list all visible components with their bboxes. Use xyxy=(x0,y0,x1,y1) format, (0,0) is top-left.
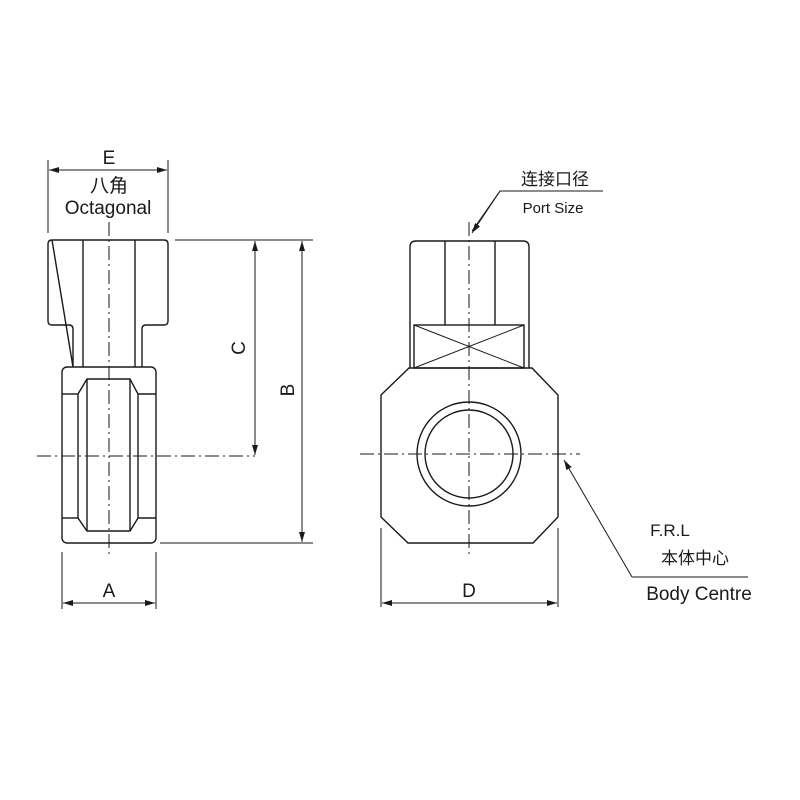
port-bore-outline xyxy=(77,378,139,532)
dim-c-label: C xyxy=(229,341,250,355)
body-centre-en-label: Body Centre xyxy=(646,584,752,605)
dim-b-label: B xyxy=(278,384,299,397)
body-centre-arrow xyxy=(563,459,633,578)
frl-label: F.R.L xyxy=(650,521,690,540)
body-octagon-outline xyxy=(380,367,559,544)
octagonal-cap-outline xyxy=(47,239,169,368)
octagonal-cn-label: 八角 xyxy=(90,175,128,197)
port-size-cn-label: 连接口径 xyxy=(521,170,589,189)
octagonal-en-label: Octagonal xyxy=(65,198,152,219)
front-view: 连接口径 Port Size F.R.L 本体中心 Body Centre D xyxy=(360,170,752,607)
dim-d-label: D xyxy=(462,581,476,602)
side-view: E 八角 Octagonal C B A xyxy=(37,148,313,609)
dim-e-label: E xyxy=(103,148,116,169)
body-centre-cn-label: 本体中心 xyxy=(661,549,729,568)
dim-a-label: A xyxy=(103,581,116,602)
port-size-en-label: Port Size xyxy=(523,200,584,217)
port-size-arrow xyxy=(471,190,501,234)
